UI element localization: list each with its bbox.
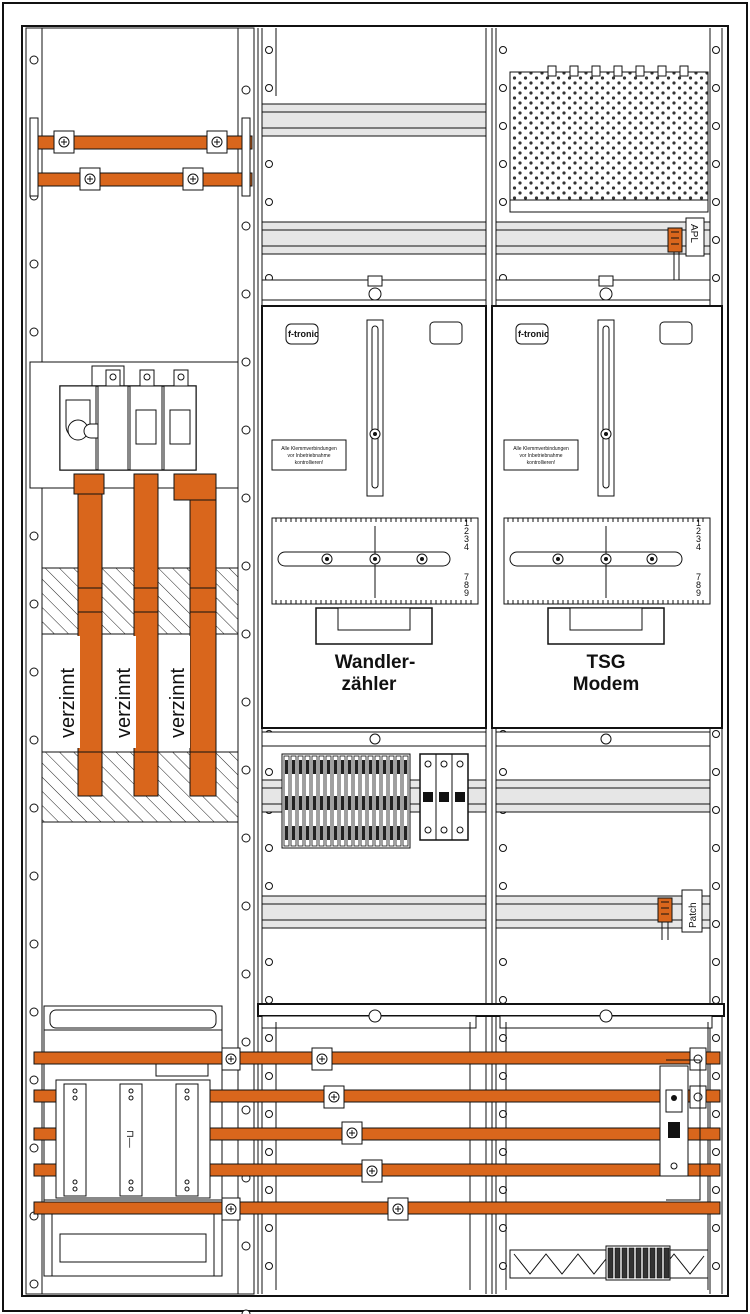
meter-columns: APL f-tronic Alle Klemmverbindungen vor … <box>33 28 725 1294</box>
circuit-breaker-icon <box>659 1059 701 1201</box>
left-column: verzinnt verzinnt verzinnt ⊓— <box>25 27 255 1314</box>
terminal-number: 1 <box>696 518 701 528</box>
bolt-clamp-icon <box>221 1047 241 1071</box>
terminal-number: 1 <box>464 518 469 528</box>
apl-label: APL <box>688 224 699 243</box>
apl-connector: APL <box>667 217 705 280</box>
terminal-number: 9 <box>696 588 701 598</box>
tinned-label: verzinnt <box>113 668 135 738</box>
bottom-terminal-rail <box>509 1245 709 1281</box>
bolt-clamp-icon <box>206 130 228 154</box>
terminal-number: 2 <box>696 526 701 536</box>
top-busbars <box>29 117 253 197</box>
tinned-label: verzinnt <box>167 668 189 738</box>
bolt-clamp-icon <box>367 275 383 301</box>
terminal-number: 9 <box>464 588 469 598</box>
brand-label: f-tronic <box>518 329 549 339</box>
bolt-clamp-icon <box>341 1121 363 1145</box>
notice-line-3: kontrollieren! <box>527 460 556 466</box>
terminal-number: 4 <box>464 542 469 552</box>
bolt-clamp-icon <box>689 1085 707 1109</box>
meter-panel-tsg-modem: f-tronic Alle Klemmverbindungen vor Inbe… <box>491 305 723 729</box>
bolt-clamp-icon <box>53 130 75 154</box>
bolt-clamp-icon <box>182 167 204 191</box>
meter-right-label-2: Modem <box>573 674 640 695</box>
bolt-clamp-icon <box>79 167 101 191</box>
meter-right-label-1: TSG <box>586 652 625 673</box>
notice-line-1: Alle Klemmverbindungen <box>513 446 569 452</box>
meter-left-label-2: zähler <box>342 674 398 695</box>
terminal-number: 3 <box>464 534 469 544</box>
fuse-holder-front: ⊓— <box>55 1079 211 1199</box>
terminal-number: 8 <box>696 580 701 590</box>
meter-left-label-1: Wandler- <box>335 652 416 673</box>
bolt-clamp-icon <box>221 1197 241 1221</box>
notice-line-3: kontrollieren! <box>295 460 324 466</box>
bolt-clamp-icon <box>387 1197 409 1221</box>
terminal-number: 3 <box>696 534 701 544</box>
telecom-apl-plate <box>509 65 709 213</box>
terminal-number: 4 <box>696 542 701 552</box>
bolt-clamp-icon <box>311 1047 333 1071</box>
terminal-number: 7 <box>464 572 469 582</box>
circuit-breaker-icon <box>419 753 469 841</box>
meter-panel-transformer: f-tronic Alle Klemmverbindungen vor Inbe… <box>261 305 487 729</box>
terminal-block <box>281 753 411 849</box>
notice-line-2: vor Inbetriebnahme <box>519 453 562 459</box>
notice-line-2: vor Inbetriebnahme <box>287 453 330 459</box>
tinned-label: verzinnt <box>57 668 79 738</box>
bolt-clamp-icon <box>323 1085 345 1109</box>
patch-connector: Patch <box>657 889 703 940</box>
bolt-clamp-icon <box>361 1159 383 1183</box>
load-break-switch <box>59 365 197 471</box>
bolt-clamp-icon <box>598 275 614 301</box>
notice-line-1: Alle Klemmverbindungen <box>281 446 337 452</box>
fuse-mark: ⊓— <box>124 1130 135 1148</box>
terminal-number: 8 <box>464 580 469 590</box>
terminal-number: 2 <box>464 526 469 536</box>
terminal-number: 7 <box>696 572 701 582</box>
brand-label: f-tronic <box>288 329 319 339</box>
tinned-busbars: verzinnt verzinnt verzinnt <box>54 473 217 797</box>
bolt-clamp-icon <box>689 1047 707 1071</box>
patch-label: Patch <box>688 902 699 928</box>
